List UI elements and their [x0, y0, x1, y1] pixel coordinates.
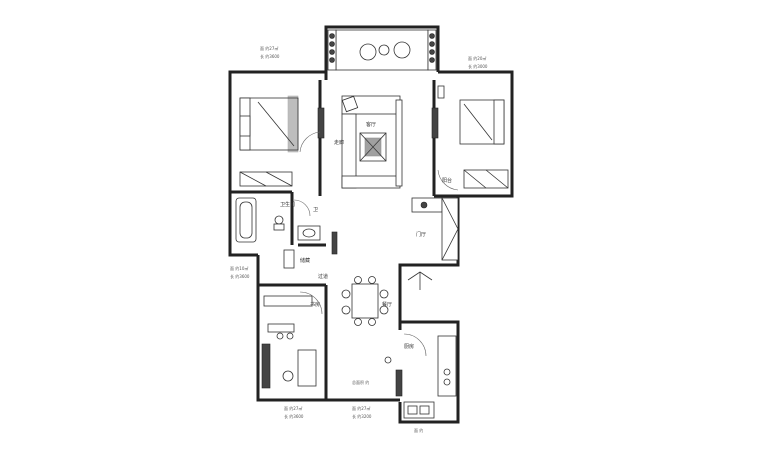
- bath-guest-label: 卫: [313, 207, 318, 213]
- balcony: [327, 29, 437, 71]
- bathroom-main: 卫生间: [235, 197, 311, 243]
- dim-label: 面 约27㎡: [260, 45, 278, 51]
- kitchen-counter: [437, 335, 457, 397]
- bathroom-guest: 卫: [283, 207, 338, 269]
- chair-study: [282, 370, 294, 382]
- bath-main-label: 卫生间: [280, 201, 295, 208]
- dim-label: 总面积 约: [352, 379, 369, 385]
- sink: [302, 228, 316, 238]
- wardrobe-panel-left: [317, 107, 325, 139]
- door-swing: [437, 169, 459, 191]
- pillar: [384, 356, 392, 364]
- cabinet-mark: [441, 197, 459, 261]
- tea-table-set: [359, 41, 411, 61]
- coffee-table: [359, 132, 387, 162]
- dimension-labels: 面 约27㎡ 长 约3600 面 约20㎡ 长 约3000 面 约10㎡ 长 约…: [230, 45, 488, 433]
- dim-label: 面 约10㎡: [230, 265, 248, 271]
- living-room-label: 客厅: [366, 121, 376, 128]
- wall-balcony: [324, 25, 440, 72]
- door-swing: [403, 333, 427, 357]
- kitchen-label: 厨房: [404, 343, 414, 350]
- foyer-label: 门厅: [416, 231, 426, 238]
- planter-right: [427, 29, 437, 71]
- dining-label: 餐厅: [382, 301, 392, 308]
- study-label: 书房: [310, 301, 320, 308]
- dim-label: 长 约3600: [230, 273, 250, 279]
- cabinet-left: [261, 343, 271, 389]
- wall-panel: [331, 231, 338, 255]
- toilet-guest: [283, 249, 295, 269]
- living-room: 客厅 走廊: [317, 95, 439, 189]
- kitchen: 厨房 储藏: [300, 257, 457, 419]
- walls: [228, 25, 514, 424]
- wardrobe-mark: [239, 171, 293, 187]
- desk: [267, 323, 295, 333]
- tv-cabinet: [395, 99, 403, 187]
- wardrobe-right: [463, 169, 509, 189]
- night-stand: [437, 85, 445, 99]
- wardrobe-panel-right: [431, 107, 439, 139]
- wall-bedroom-left: [228, 70, 326, 257]
- table-study: [297, 349, 317, 387]
- storage-label: 储藏: [300, 257, 310, 264]
- wardrobe-mark: [463, 169, 509, 189]
- door-swing: [293, 199, 311, 217]
- bedroom-right: 阳台: [437, 85, 509, 191]
- wall-study: [256, 255, 400, 402]
- door-swing: [299, 291, 323, 315]
- bedroom-left: [239, 95, 321, 187]
- bookshelf: [263, 295, 313, 307]
- balcony-small-label: 阳台: [442, 177, 452, 184]
- foyer: 门厅: [407, 197, 459, 290]
- dim-label: 面 约20㎡: [468, 55, 486, 61]
- dim-label: 面 约27㎡: [352, 405, 370, 411]
- door-swing: [299, 131, 321, 153]
- passage-label: 过道: [318, 273, 328, 280]
- dim-label: 长 约3000: [468, 63, 488, 69]
- bed-right: [459, 99, 505, 145]
- dining: 餐厅 过道: [318, 273, 392, 364]
- toilet: [274, 215, 284, 225]
- wall-kitchen: [398, 320, 460, 424]
- entry-cabinet: [441, 197, 459, 261]
- wardrobe: [239, 171, 293, 187]
- dim-label: 面 约27㎡: [284, 405, 302, 411]
- hallway-label: 走廊: [334, 139, 344, 146]
- cabinet-panel: [395, 369, 403, 397]
- dim-label: 长 约3600: [260, 53, 280, 59]
- dim-label: 长 约3200: [352, 413, 372, 419]
- dim-label: 长 约3600: [284, 413, 304, 419]
- pillow: [239, 115, 251, 137]
- dim-label: 面 约: [414, 427, 423, 433]
- planter-left: [327, 29, 337, 71]
- dining-table: [351, 283, 379, 319]
- study: 书房: [261, 291, 323, 389]
